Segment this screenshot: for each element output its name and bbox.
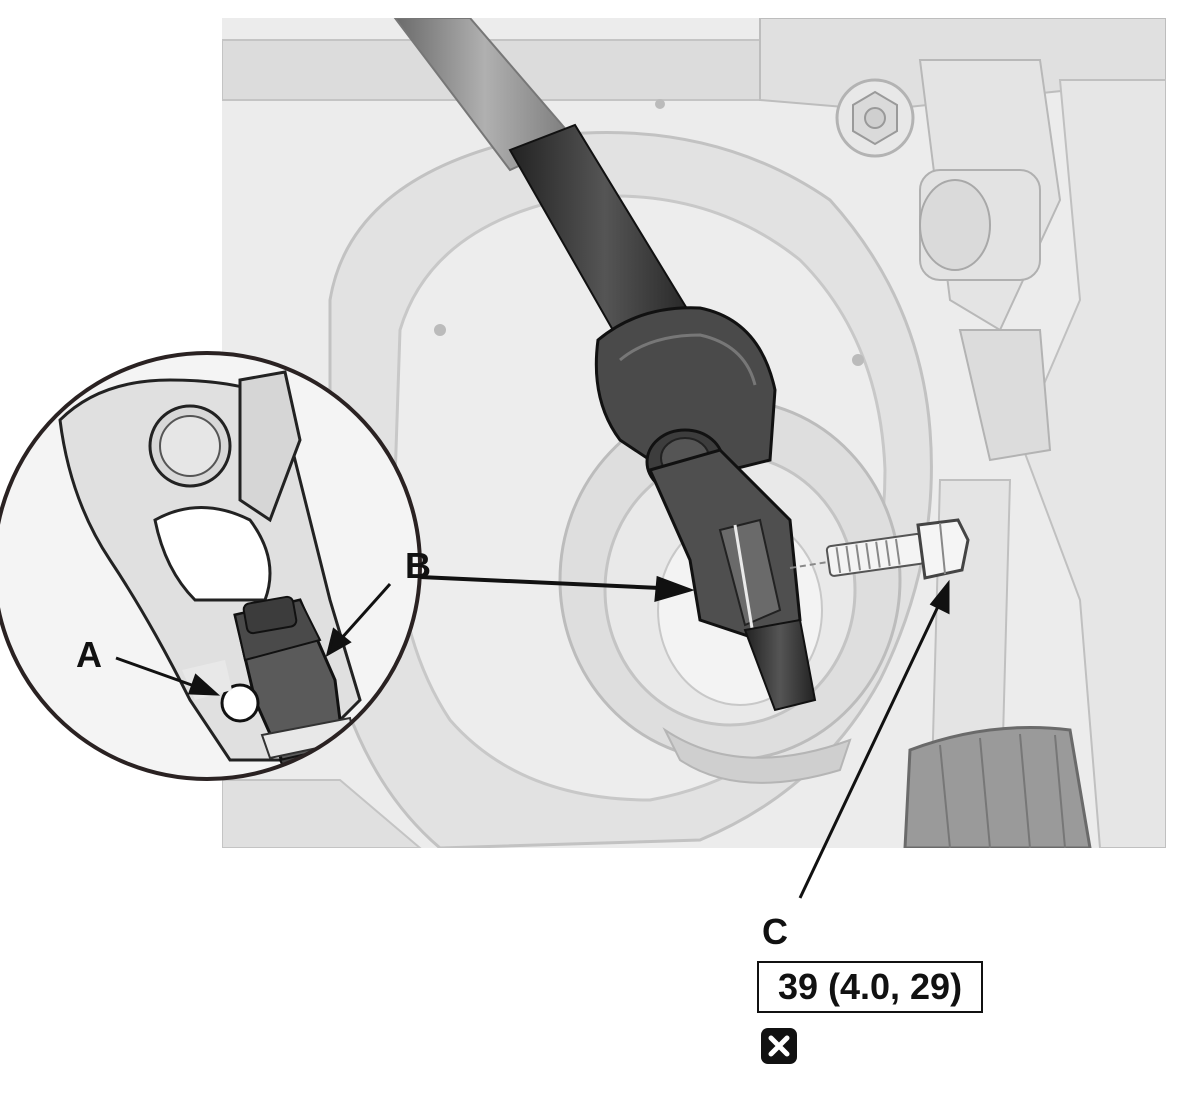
detail-magnifier xyxy=(0,351,422,781)
torque-spec-box: 39 (4.0, 29) xyxy=(757,961,983,1013)
torque-spec-text: 39 (4.0, 29) xyxy=(777,966,963,1007)
background-panel xyxy=(222,18,1166,848)
callout-label-c: C xyxy=(762,911,788,952)
replace-part-icon xyxy=(761,1028,797,1064)
leader-lines xyxy=(115,575,950,899)
callout-label-b: B xyxy=(405,545,431,586)
callout-label-a: A xyxy=(76,634,102,675)
bolt-c xyxy=(789,518,970,580)
